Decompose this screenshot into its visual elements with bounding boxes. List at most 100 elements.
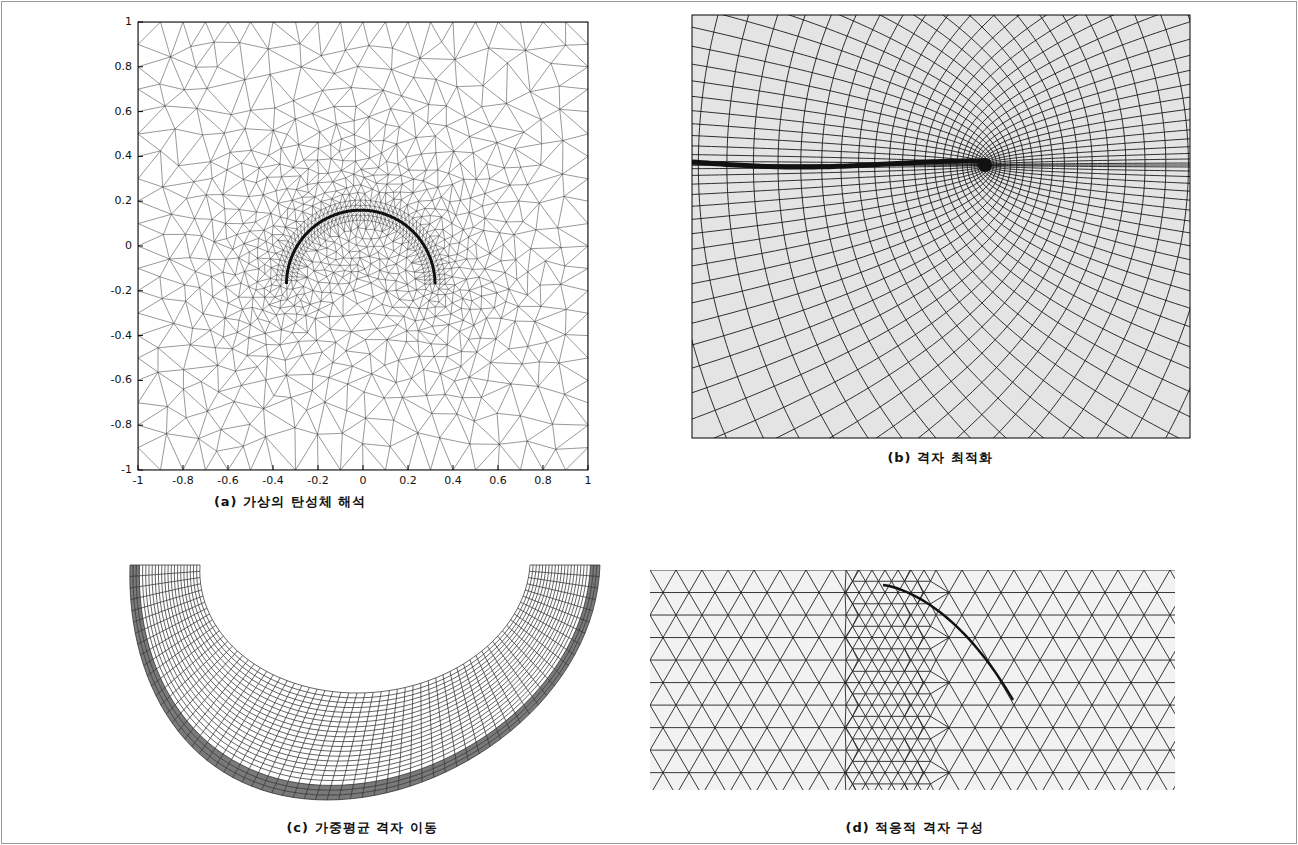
- panel-frame: [692, 15, 1190, 438]
- axis-tick-label: 0.4: [444, 474, 462, 487]
- grid-line: [859, 15, 1172, 165]
- grid-line: [984, 122, 1190, 165]
- grid-line: [174, 565, 555, 732]
- grid-line: [692, 121, 986, 209]
- grid-line: [692, 15, 1078, 438]
- grid-line: [692, 15, 1010, 422]
- grid-line: [692, 41, 991, 289]
- boundary-layer-cell: [410, 778, 422, 787]
- arc-boundary: [287, 210, 436, 284]
- grid-line: [130, 565, 600, 800]
- axis-tick-label: 0: [125, 239, 132, 252]
- boundary-layer-cell: [327, 795, 340, 800]
- grid-line: [692, 85, 988, 246]
- grid-line: [967, 16, 1190, 165]
- grid-line: [190, 565, 539, 708]
- panel-caption: (d) 적응적 격자 구성: [846, 820, 985, 836]
- grid-line: [698, 15, 1011, 165]
- tick-mark: [138, 201, 143, 202]
- optimized-grid-panel: [337, 0, 1298, 845]
- triangle-mesh: [650, 570, 1175, 790]
- grid-line: [985, 165, 1190, 172]
- axis-tick-label: 0.6: [115, 105, 133, 118]
- axis-tick-label: -0.2: [111, 284, 132, 297]
- grid-line: [692, 15, 1190, 438]
- axis-tick-label: 0.8: [534, 474, 552, 487]
- body-cut-line: [692, 161, 985, 167]
- axis-tick-label: 1: [585, 474, 592, 487]
- tick-mark: [138, 335, 143, 336]
- grid-line: [692, 15, 1190, 438]
- grid-line: [149, 565, 581, 771]
- grid-line: [136, 565, 593, 790]
- axis-tick-label: -0.6: [111, 374, 132, 387]
- grid-line: [133, 565, 597, 795]
- grid-line: [178, 565, 553, 727]
- axis-tick-label: 0: [360, 474, 367, 487]
- adaptive-grid-panel: [624, 547, 1209, 806]
- boundary-layer-cell: [398, 782, 410, 790]
- tick-mark: [363, 465, 364, 470]
- grid-line: [822, 165, 1135, 438]
- grid-line: [692, 15, 1064, 438]
- grid-line: [152, 565, 578, 766]
- tick-mark: [138, 22, 143, 23]
- grid-line: [692, 15, 793, 165]
- grid-line: [692, 15, 700, 165]
- axis-tick-label: 0.6: [489, 474, 507, 487]
- tick-mark: [498, 465, 499, 470]
- boundary-layer-cell: [330, 785, 342, 790]
- grid-line: [692, 15, 748, 165]
- grid-line: [914, 165, 1190, 438]
- grid-line: [981, 96, 1190, 165]
- tick-mark: [138, 246, 143, 247]
- grid-line: [692, 15, 1005, 393]
- grid-line: [692, 15, 1166, 438]
- grid-line: [971, 34, 1190, 165]
- panel-caption: (c) 가중평균 격자 이동: [286, 820, 437, 836]
- grid-line: [692, 15, 1032, 438]
- tick-mark: [138, 465, 139, 470]
- axis-tick-label: 0.4: [115, 150, 133, 163]
- tick-mark: [273, 465, 274, 470]
- grid-line: [139, 565, 590, 785]
- axis-tick-label: -0.4: [111, 329, 132, 342]
- axis-tick-label: -0.8: [111, 419, 132, 432]
- grid-line: [143, 565, 588, 781]
- axis-tick-label: -0.4: [262, 474, 283, 487]
- grid-line: [146, 565, 584, 776]
- panel-caption: (b) 격자 최적화: [887, 450, 992, 466]
- boundary-layer-cell: [590, 599, 596, 611]
- grid-line: [980, 82, 1190, 165]
- grid-line: [692, 15, 1053, 438]
- grid-line: [692, 15, 1190, 438]
- boundary-layer-cell: [422, 773, 434, 782]
- grid-line: [692, 64, 989, 267]
- tick-mark: [543, 465, 544, 470]
- grid-line: [975, 51, 1190, 165]
- tick-mark: [183, 465, 184, 470]
- grid-line: [692, 15, 1017, 438]
- tick-mark: [138, 470, 143, 471]
- tick-mark: [138, 425, 143, 426]
- grid-line: [925, 15, 1190, 165]
- grid-line: [692, 15, 1024, 438]
- tick-mark: [138, 380, 143, 381]
- grid-line: [692, 15, 1108, 438]
- grid-clip: [692, 15, 1190, 438]
- grid-line: [984, 165, 1190, 208]
- grid-line: [692, 15, 1188, 438]
- grid-line: [692, 165, 912, 438]
- grid-line: [692, 15, 1145, 438]
- axis-tick-label: -0.6: [217, 474, 238, 487]
- axis-tick-label: 0.2: [399, 474, 417, 487]
- plot-area: [138, 22, 588, 470]
- grid-line: [181, 565, 549, 722]
- tick-mark: [138, 111, 143, 112]
- grid-line: [971, 165, 1190, 296]
- grid-line: [957, 165, 1190, 352]
- grid-line: [193, 565, 536, 703]
- grid-line: [985, 158, 1190, 165]
- grid-line: [692, 165, 875, 438]
